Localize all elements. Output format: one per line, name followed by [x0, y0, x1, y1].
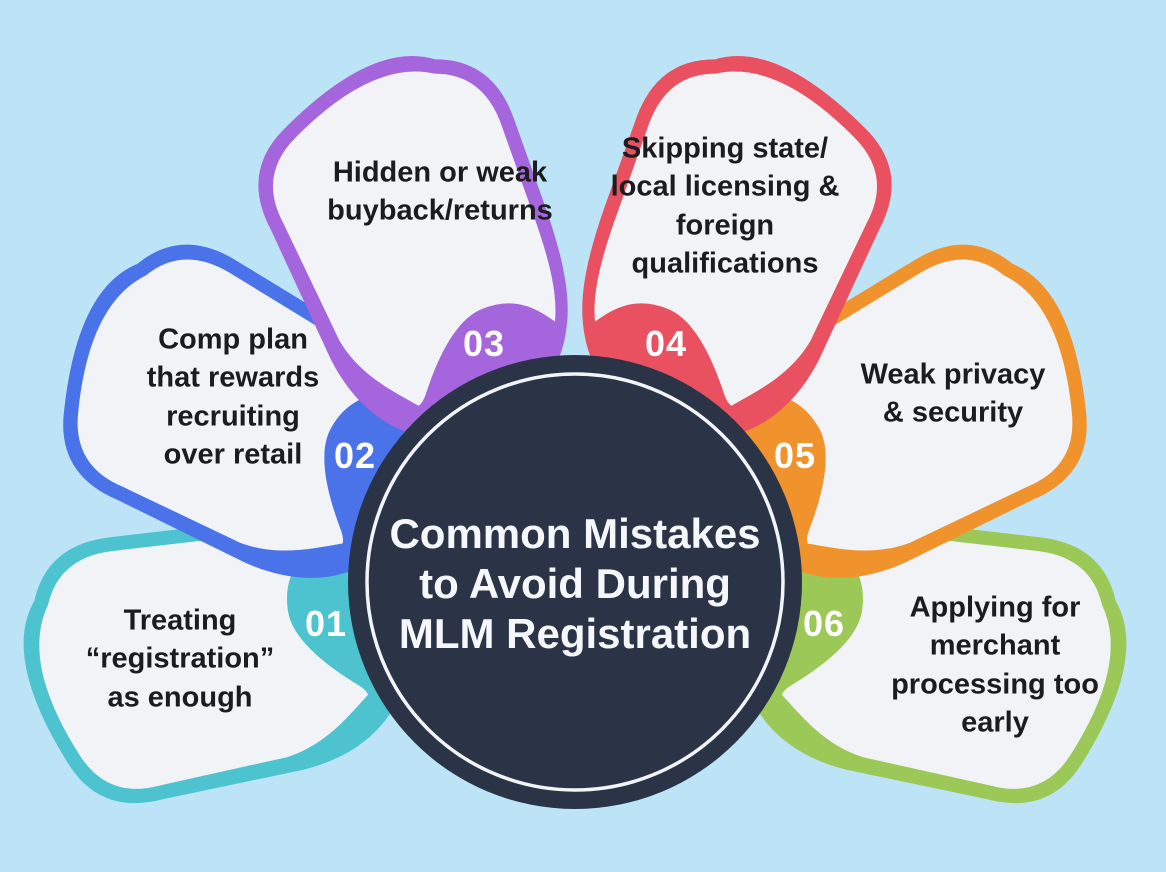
center-circle	[348, 355, 802, 809]
petal-05-number: 05	[773, 435, 817, 476]
petal-01-number: 01	[304, 603, 348, 644]
petal-02-label: Comp plan that rewards recruiting over r…	[146, 323, 320, 471]
petal-04-number: 04	[644, 323, 688, 364]
petal-02-number: 02	[333, 435, 377, 476]
petal-03-label: Hidden or weak buyback/returns	[327, 156, 553, 227]
petal-04-label: Skipping state/ local licensing & foreig…	[610, 132, 840, 280]
petal-05-label: Weak privacy & security	[860, 358, 1046, 429]
center-title: Common Mistakes to Avoid During MLM Regi…	[389, 510, 761, 657]
petal-03-number: 03	[462, 323, 506, 364]
petal-06-number: 06	[802, 603, 846, 644]
petal-06-label: Applying for merchant processing too ear…	[891, 591, 1099, 739]
petal-01-label: Treating “registration” as enough	[85, 604, 275, 714]
center-ring	[365, 372, 785, 792]
